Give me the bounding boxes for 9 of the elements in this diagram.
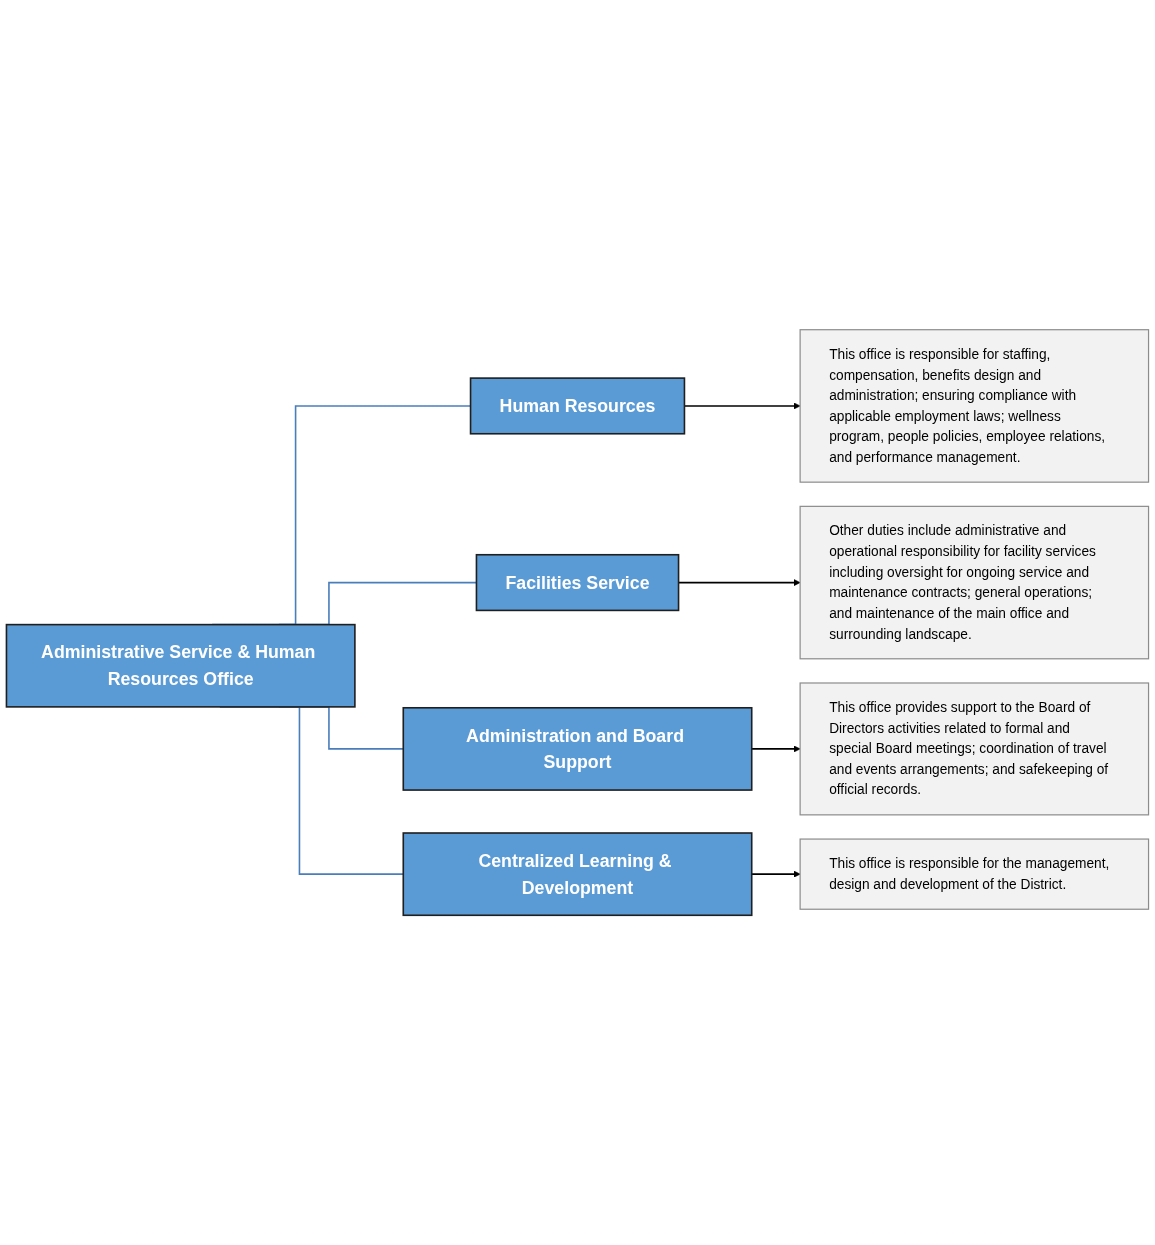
node-box: This office is responsible for staffing, compensation, benefits design and administration; ensuring compliance with applicable employment laws; wellness program, people policies, employee relations, and performance management. <box>799 329 1150 483</box>
node-box: Administration and Board Support <box>402 707 753 791</box>
node-box: Centralized Learning & Development <box>402 832 753 917</box>
node-box: Human Resources <box>469 377 686 435</box>
node-box: This office provides support to the Board of Directors activities related to formal and special Board meetings; coordination of travel and events arrangements; and safekeeping of official records. <box>799 682 1150 816</box>
node-box: This office is responsible for the management, design and development of the District. <box>799 838 1150 910</box>
node-box: Facilities Service <box>475 553 680 612</box>
node-box: Administrative Service & Human Resources Office <box>5 623 356 708</box>
node-box: Other duties include administrative and operational responsibility for facility services including oversight for ongoing service and maintenance contracts; general operations; and maintenance of the main office and surrounding landscape. <box>799 505 1150 660</box>
